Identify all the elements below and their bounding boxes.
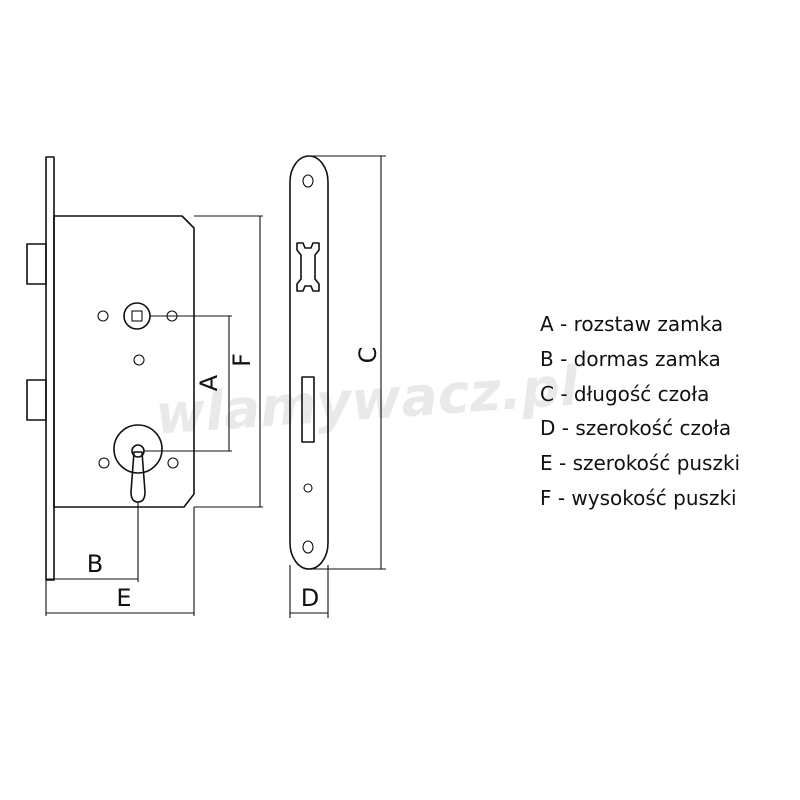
screw-hole xyxy=(133,354,145,366)
dimension-a-label: A xyxy=(195,374,223,391)
dimension-d-label: D xyxy=(301,584,319,612)
dimension-c-label: C xyxy=(354,347,382,364)
lock-body-side-view: A F B E xyxy=(26,156,263,616)
screw-hole xyxy=(98,457,110,469)
faceplate-front-view: C D xyxy=(289,155,386,618)
cylinder-ring xyxy=(113,424,163,474)
dead-bolt-protrusion xyxy=(26,379,47,421)
lock-case xyxy=(53,215,195,508)
faceplate-screw-hole xyxy=(303,483,313,493)
latch-bolt-protrusion xyxy=(26,243,47,285)
bolt-opening xyxy=(301,376,315,443)
latch-opening xyxy=(296,242,320,292)
faceplate-screw-hole xyxy=(302,174,314,188)
legend-item-a: A - rozstaw zamka xyxy=(540,312,724,336)
cylinder-center xyxy=(131,444,145,458)
screw-hole xyxy=(167,457,179,469)
legend-item-e: E - szerokość puszki xyxy=(540,451,741,476)
legend-item-f: F - wysokość puszki xyxy=(540,485,737,510)
watermark: wlamywacz.pl xyxy=(153,354,582,447)
dimension-b-label: B xyxy=(87,550,103,578)
dimension-legend: A - rozstaw zamka B - dormas zamka C - d… xyxy=(540,307,740,516)
dimension-f-label: F xyxy=(228,353,256,367)
cylinder-keyway xyxy=(130,451,146,503)
spindle-square xyxy=(131,310,143,322)
legend-item-d: D - szerokość czoła xyxy=(540,416,732,441)
faceplate-screw-hole xyxy=(302,540,314,554)
faceplate-edge xyxy=(45,156,55,581)
screw-hole xyxy=(97,310,109,322)
spindle-hub xyxy=(123,302,151,330)
faceplate-outline xyxy=(289,155,329,570)
legend-item-b: B - dormas zamka xyxy=(540,346,721,371)
dimension-e-label: E xyxy=(116,584,131,612)
legend-item-c: C - długość czoła xyxy=(540,381,710,406)
